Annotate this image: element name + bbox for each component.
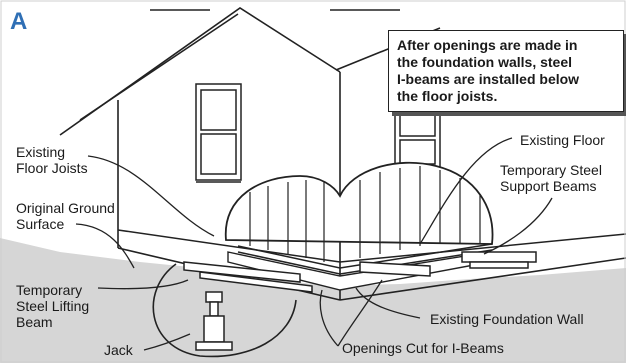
- right-window: [395, 108, 440, 170]
- cutaway-outline: [226, 163, 493, 244]
- callout-line: the floor joists.: [397, 88, 615, 105]
- label-original-ground-surface: Original Ground Surface: [16, 200, 115, 232]
- label-line: Surface: [16, 216, 115, 232]
- panel-letter: A: [10, 8, 27, 36]
- label-line: Temporary Steel: [500, 162, 602, 178]
- label-line: Temporary: [16, 282, 89, 298]
- label-line: Support Beams: [500, 178, 602, 194]
- label-existing-floor: Existing Floor: [520, 132, 605, 148]
- label-temporary-lifting-beam: Temporary Steel Lifting Beam: [16, 282, 89, 330]
- label-existing-foundation-wall: Existing Foundation Wall: [430, 311, 584, 327]
- label-existing-floor-joists: Existing Floor Joists: [16, 144, 88, 176]
- label-jack: Jack: [104, 342, 133, 358]
- label-line: Steel Lifting: [16, 298, 89, 314]
- callout-box: After openings are made in the foundatio…: [388, 30, 624, 112]
- label-temporary-support-beams: Temporary Steel Support Beams: [500, 162, 602, 194]
- callout-line: the foundation walls, steel: [397, 54, 615, 71]
- label-line: Existing: [16, 144, 88, 160]
- roof: [60, 8, 440, 135]
- label-line: Original Ground: [16, 200, 115, 216]
- label-line: Beam: [16, 314, 89, 330]
- callout-line: After openings are made in: [397, 37, 615, 54]
- left-window: [196, 84, 241, 182]
- label-openings-cut: Openings Cut for I-Beams: [342, 340, 504, 356]
- label-line: Floor Joists: [16, 160, 88, 176]
- callout-line: I-beams are installed below: [397, 71, 615, 88]
